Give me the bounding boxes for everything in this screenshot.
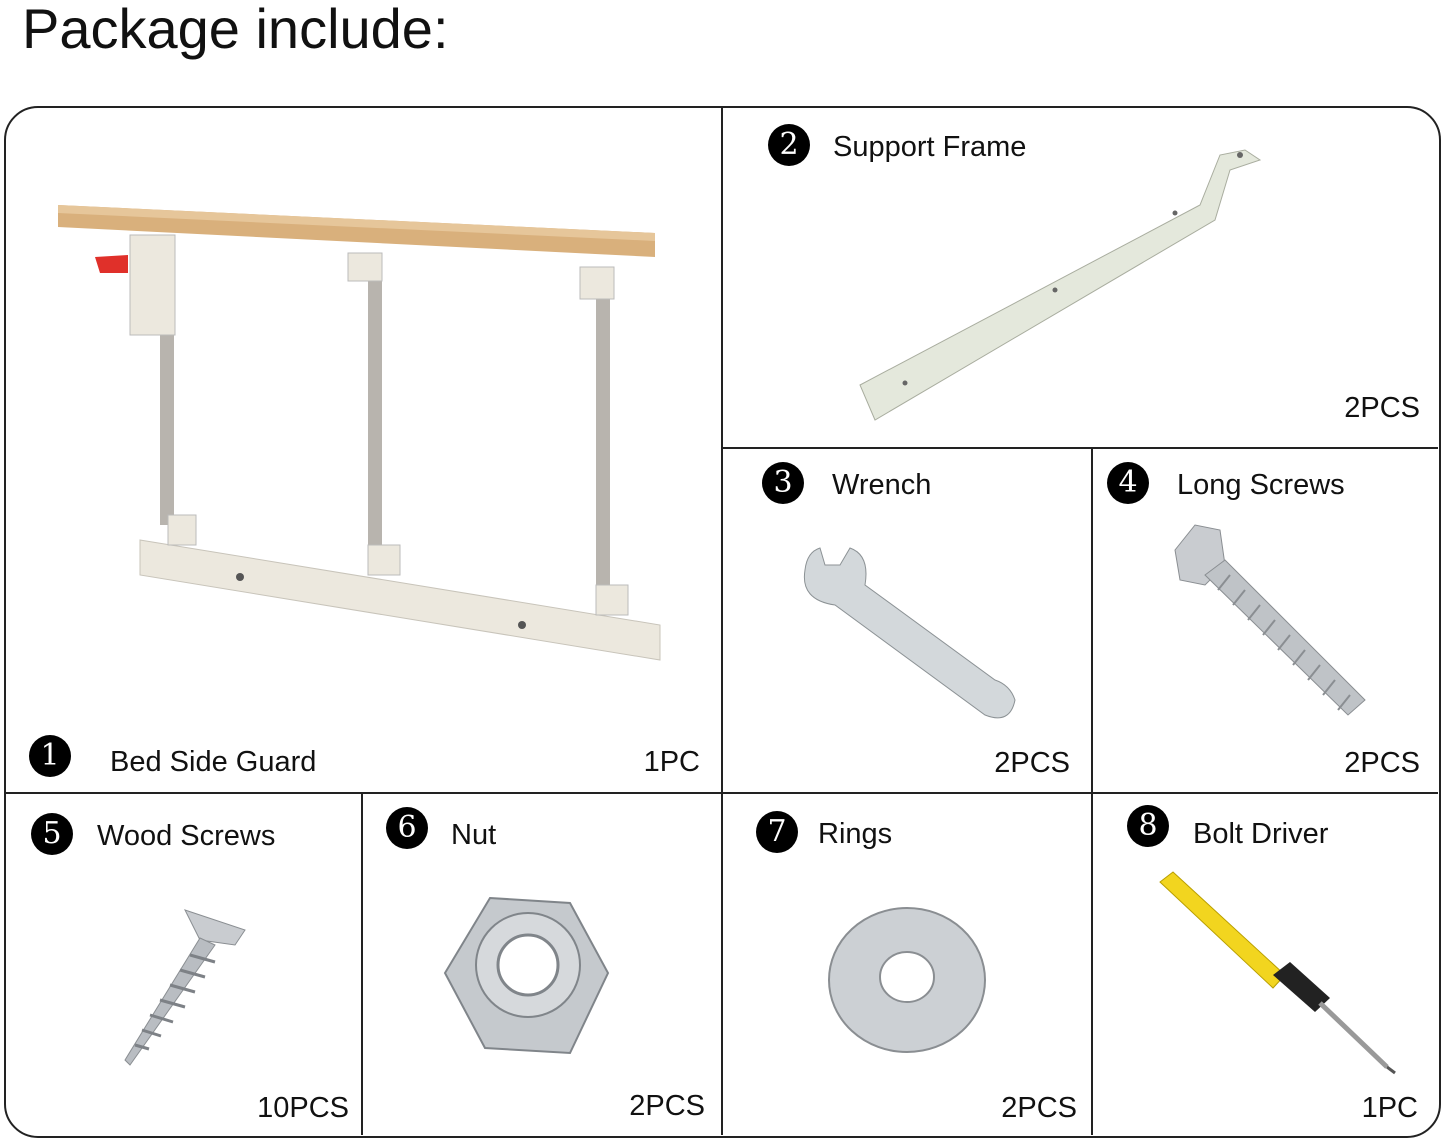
item-number-badge: 5 [31, 813, 73, 855]
ring-icon [828, 907, 986, 1053]
item-number-badge: 8 [1127, 805, 1169, 847]
item-number-badge: 1 [29, 735, 71, 777]
item-quantity: 2PCS [629, 1090, 705, 1122]
page-title: Package include: [22, 0, 449, 60]
item-number-badge: 7 [756, 811, 798, 853]
item-label: Wood Screws [97, 820, 276, 852]
item-quantity: 1PC [643, 746, 700, 778]
item-number-badge: 2 [768, 124, 810, 166]
item-number-badge: 4 [1107, 462, 1149, 504]
item-quantity: 2PCS [1001, 1092, 1077, 1124]
divider [5, 792, 1438, 794]
item-label: Long Screws [1177, 469, 1345, 501]
item-label: Nut [451, 819, 497, 851]
screwdriver-icon [1159, 871, 1396, 1075]
divider [721, 107, 723, 1135]
bed-side-guard-icon [58, 205, 661, 661]
wood-screw-icon [124, 909, 246, 1066]
support-frame-icon [859, 149, 1262, 421]
item-number-badge: 3 [762, 462, 804, 504]
divider [1091, 448, 1093, 1135]
long-screw-icon [1174, 524, 1366, 716]
item-quantity: 2PCS [1344, 747, 1420, 779]
divider [722, 447, 1438, 449]
item-quantity: 2PCS [1344, 392, 1420, 424]
item-number-badge: 6 [386, 807, 428, 849]
divider [361, 793, 363, 1135]
item-quantity: 10PCS [257, 1092, 349, 1124]
item-label: Bolt Driver [1193, 818, 1329, 850]
item-label: Rings [818, 818, 893, 850]
item-label: Wrench [832, 469, 932, 501]
item-label: Support Frame [833, 131, 1027, 163]
item-label: Bed Side Guard [110, 746, 317, 778]
wrench-icon [803, 547, 1016, 719]
item-quantity: 1PC [1361, 1092, 1418, 1124]
item-quantity: 2PCS [994, 747, 1070, 779]
nut-icon [443, 896, 610, 1055]
